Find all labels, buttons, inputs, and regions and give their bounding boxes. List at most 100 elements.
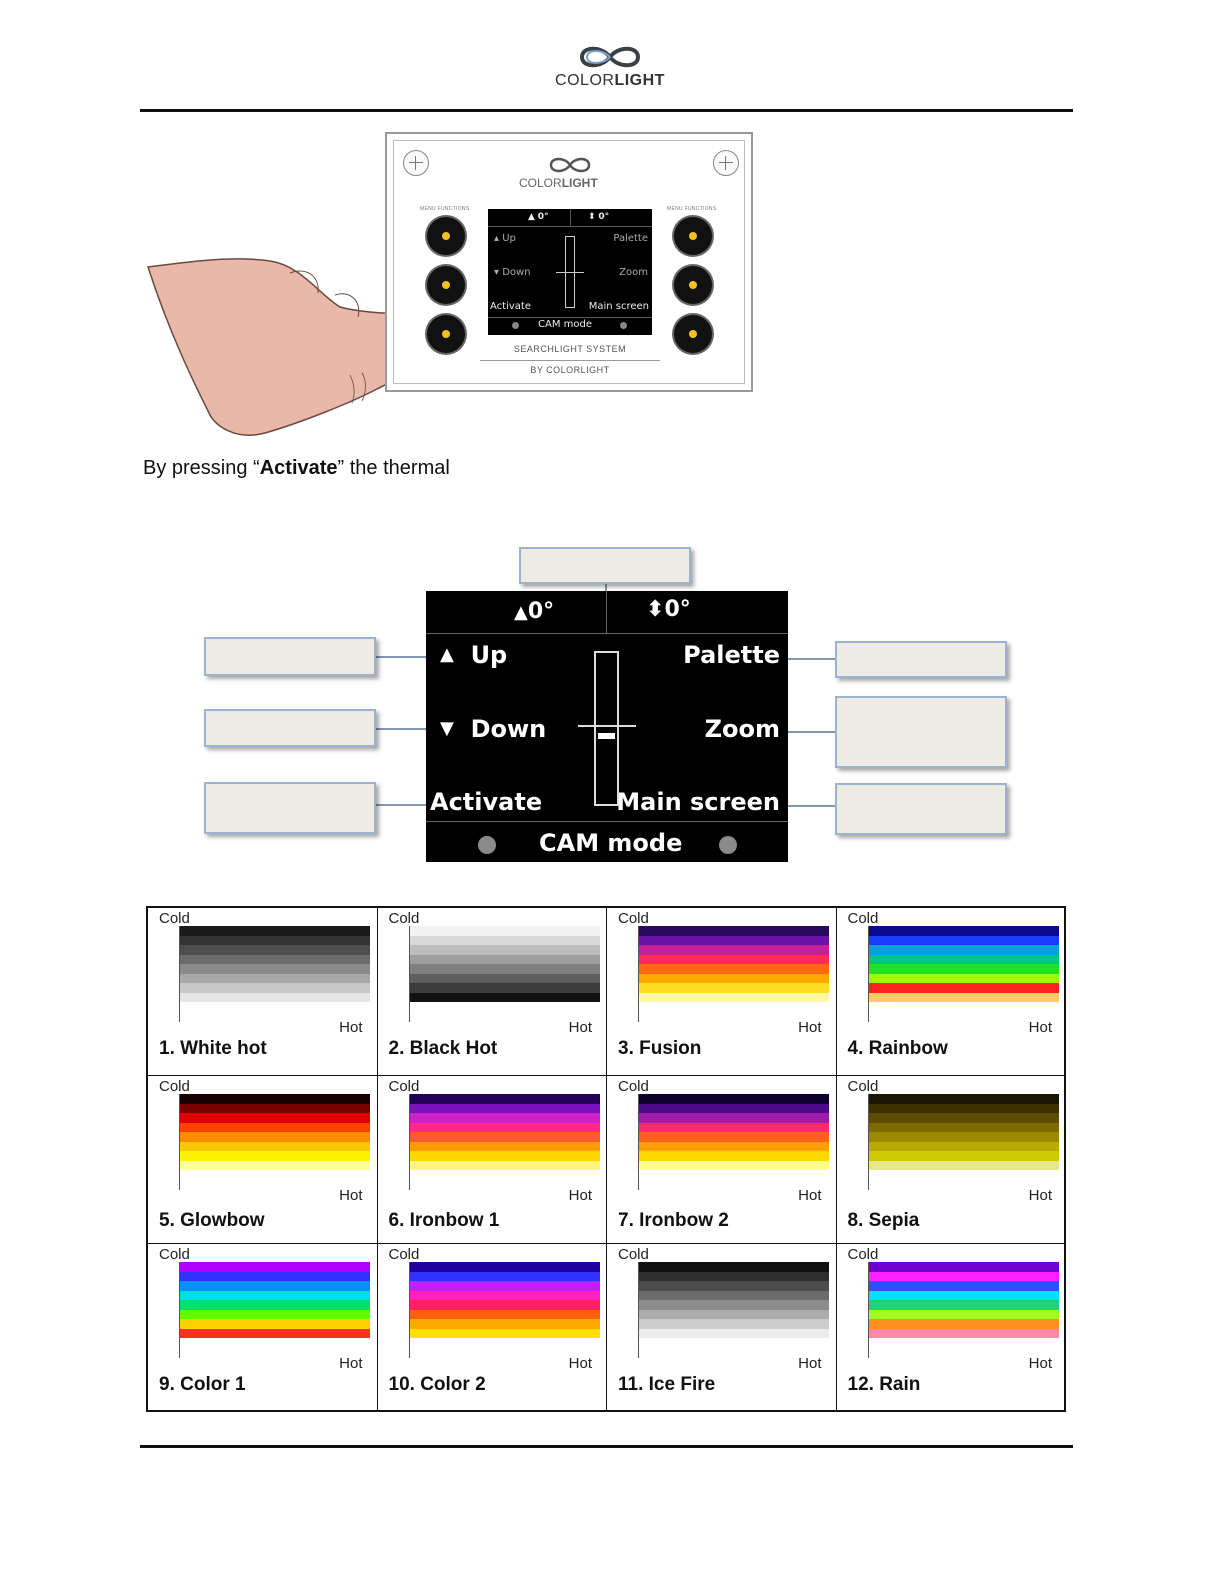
cam-mode-label: CAM mode: [539, 829, 683, 857]
palette-band: [409, 1094, 600, 1104]
mini-display: ▲ 0° ⬍ 0° ▴ Up ▾ Down Palette Zoom Activ…: [488, 209, 652, 335]
palette-band: [639, 1132, 829, 1142]
palette-band: [868, 926, 1059, 936]
cold-label: Cold: [388, 1078, 420, 1095]
callout-box-palette: [835, 641, 1007, 678]
cold-label: Cold: [388, 910, 420, 927]
palette-band: [868, 964, 1059, 974]
palette-band: [409, 1151, 600, 1161]
zoom-level-bar: [594, 651, 619, 806]
cold-label: Cold: [847, 1078, 879, 1095]
palette-band: [868, 1328, 1059, 1338]
palette-swatch: [639, 926, 829, 1002]
palette-band: [868, 1132, 1059, 1142]
palette-band: [409, 1319, 600, 1329]
cold-label: Cold: [388, 1246, 420, 1263]
palette-band: [180, 1160, 370, 1170]
palette-name: 8. Sepia: [847, 1210, 920, 1231]
callout-box-top: [519, 547, 691, 584]
mini-zoom: Zoom: [619, 267, 648, 278]
mini-indicator-dot: [620, 322, 627, 329]
palette-band: [409, 1141, 600, 1151]
palette-label: Palette: [683, 641, 780, 669]
palette-band: [180, 1309, 370, 1319]
mini-up: ▴ Up: [494, 233, 516, 244]
mini-cam-mode: CAM mode: [538, 319, 592, 330]
menu-functions-label-right: MENU FUNCTIONS: [667, 206, 717, 212]
palette-name: 7. Ironbow 2: [618, 1210, 729, 1231]
palette-name: 5. Glowbow: [159, 1210, 265, 1231]
palette-band: [868, 992, 1059, 1002]
mini-palette: Palette: [613, 233, 648, 244]
control-panel: COLORLIGHT MENU FUNCTIONS MENU FUNCTIONS…: [385, 132, 753, 392]
palette-name: 2. Black Hot: [388, 1038, 498, 1059]
palette-name: 9. Color 1: [159, 1374, 246, 1395]
hot-label: Hot: [798, 1355, 822, 1372]
palette-band: [868, 1271, 1059, 1281]
palette-band: [180, 1122, 370, 1132]
palette-band: [868, 1281, 1059, 1291]
palette-band: [180, 1319, 370, 1329]
hot-label: Hot: [339, 1187, 363, 1204]
palette-band: [409, 1262, 600, 1272]
palette-band: [180, 945, 370, 955]
palette-axis: [638, 926, 639, 1022]
display-divider: [426, 821, 788, 822]
right-button-3[interactable]: [674, 315, 712, 353]
hot-label: Hot: [568, 1187, 592, 1204]
hot-label: Hot: [568, 1355, 592, 1372]
palette-band: [868, 1262, 1059, 1272]
palette-band: [639, 1113, 829, 1123]
screw-icon: [403, 150, 429, 176]
palette-name: 11. Ice Fire: [618, 1374, 716, 1395]
palette-band: [639, 992, 829, 1002]
palette-band: [409, 935, 600, 945]
left-button-3[interactable]: [427, 315, 465, 353]
hot-label: Hot: [1028, 1019, 1052, 1036]
palette-band: [409, 973, 600, 983]
palette-axis: [867, 1262, 869, 1358]
palette-band: [639, 1281, 829, 1291]
palette-band: [409, 1300, 600, 1310]
palette-axis: [638, 1262, 639, 1358]
mini-down: ▾ Down: [494, 267, 531, 278]
callout-box-down: [204, 709, 376, 747]
palette-band: [180, 1271, 370, 1281]
cold-label: Cold: [159, 1246, 190, 1263]
zoom-label: Zoom: [704, 715, 780, 743]
right-button-2[interactable]: [674, 266, 712, 304]
cold-label: Cold: [618, 1246, 649, 1263]
palette-band: [868, 983, 1059, 993]
palette-axis: [179, 1094, 180, 1190]
palette-band: [639, 1122, 829, 1132]
palette-band: [868, 1094, 1059, 1104]
palette-band: [180, 935, 370, 945]
palette-band: [639, 1319, 829, 1329]
left-button-1[interactable]: [427, 217, 465, 255]
palette-band: [180, 1103, 370, 1113]
down-label: ▼ Down: [440, 715, 547, 743]
cold-label: Cold: [847, 910, 879, 927]
palette-band: [868, 1141, 1059, 1151]
hot-label: Hot: [1028, 1187, 1052, 1204]
display-divider: [426, 633, 788, 634]
left-button-2[interactable]: [427, 266, 465, 304]
palette-name: 4. Rainbow: [847, 1038, 948, 1059]
palette-band: [180, 1281, 370, 1291]
palette-band: [409, 1290, 600, 1300]
right-button-1[interactable]: [674, 217, 712, 255]
infinity-logo-icon: [549, 157, 591, 173]
mini-indicator-dot: [512, 322, 519, 329]
palette-band: [868, 973, 1059, 983]
tilt-readout: ▲0°: [514, 599, 555, 624]
mini-activate: Activate: [490, 301, 531, 312]
palette-band: [180, 1262, 370, 1272]
cold-label: Cold: [159, 910, 190, 927]
hot-label: Hot: [339, 1019, 363, 1036]
cold-label: Cold: [618, 1078, 649, 1095]
